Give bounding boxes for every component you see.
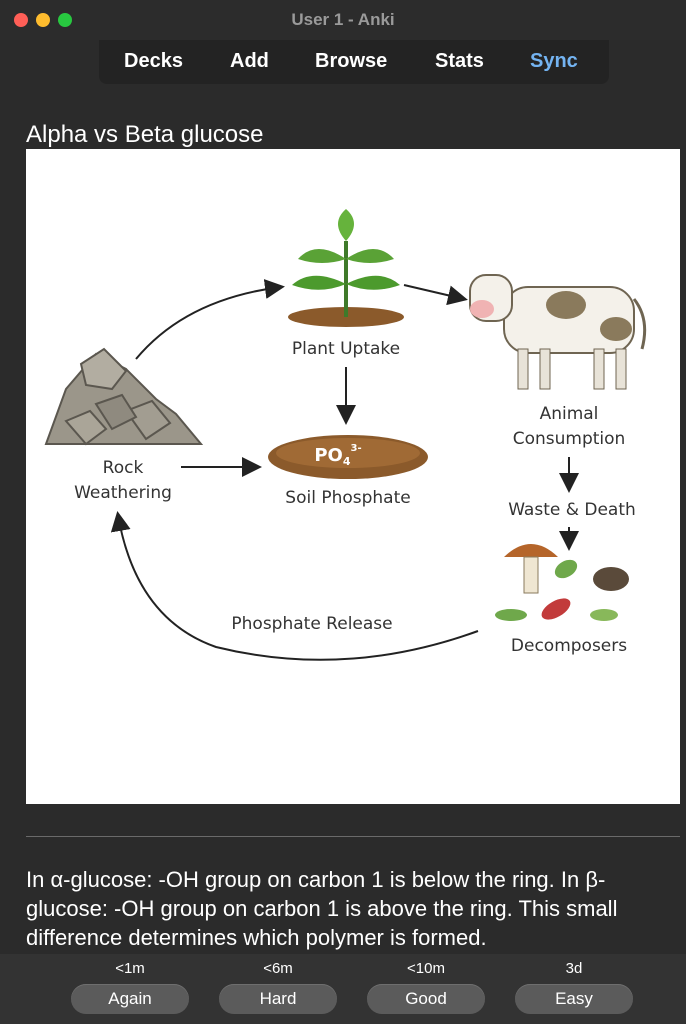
close-window-button[interactable] [14,13,28,27]
easy-interval: 3d [565,960,583,977]
answer-bar: <1m Again <6m Hard <10m Good 3d Easy [0,954,686,1024]
plant-icon [288,209,404,327]
phosphate-formula: PO43- [314,443,361,468]
minimize-window-button[interactable] [36,13,50,27]
decomposers-icon [495,544,629,621]
hard-interval: <6m [263,960,293,977]
hard-button[interactable]: Hard [219,984,337,1014]
easy-button[interactable]: Easy [515,984,633,1014]
again-button[interactable]: Again [71,984,189,1014]
good-button[interactable]: Good [367,984,485,1014]
rock-label-line1: Rock [103,458,144,478]
phosphate-formula-sub: 4 [343,455,351,468]
add-button[interactable]: Add [230,50,269,72]
question-answer-divider [26,836,680,837]
title-bar: User 1 - Anki [0,0,686,40]
rocks-icon [44,347,204,446]
card-answer: In α-glucose: -OH group on carbon 1 is b… [26,867,618,950]
window-title: User 1 - Anki [291,10,395,29]
soil-phosphate-label: Soil Phosphate [285,488,410,508]
phosphate-release-label: Phosphate Release [231,614,392,634]
cow-icon [469,274,647,390]
main-toolbar: Decks Add Browse Stats Sync [99,40,609,84]
ease-option-hard: <6m Hard [218,954,338,1014]
phosphate-formula-sup: 3- [351,443,362,454]
stats-button[interactable]: Stats [435,50,484,72]
again-interval: <1m [115,960,145,977]
decks-button[interactable]: Decks [124,50,183,72]
sync-button[interactable]: Sync [530,50,578,72]
plant-uptake-label: Plant Uptake [292,339,400,359]
phosphorus-cycle-image: Plant Uptake Animal Consumption Rock Wea… [26,149,680,804]
maximize-window-button[interactable] [58,13,72,27]
good-interval: <10m [407,960,445,977]
browse-button[interactable]: Browse [315,50,388,72]
animal-label-line2: Consumption [513,429,626,449]
ease-option-good: <10m Good [366,954,486,1014]
ease-option-easy: 3d Easy [514,954,634,1014]
card-question: Alpha vs Beta glucose [26,121,264,148]
cycle-arrows [110,279,579,661]
animal-label-line1: Animal [540,404,599,424]
ease-option-again: <1m Again [70,954,190,1014]
soil-mound-icon [268,435,428,479]
rock-label-line2: Weathering [74,483,172,503]
waste-death-label: Waste & Death [508,500,636,520]
phosphate-formula-base: PO [314,445,343,466]
decomposers-label: Decomposers [511,636,627,656]
